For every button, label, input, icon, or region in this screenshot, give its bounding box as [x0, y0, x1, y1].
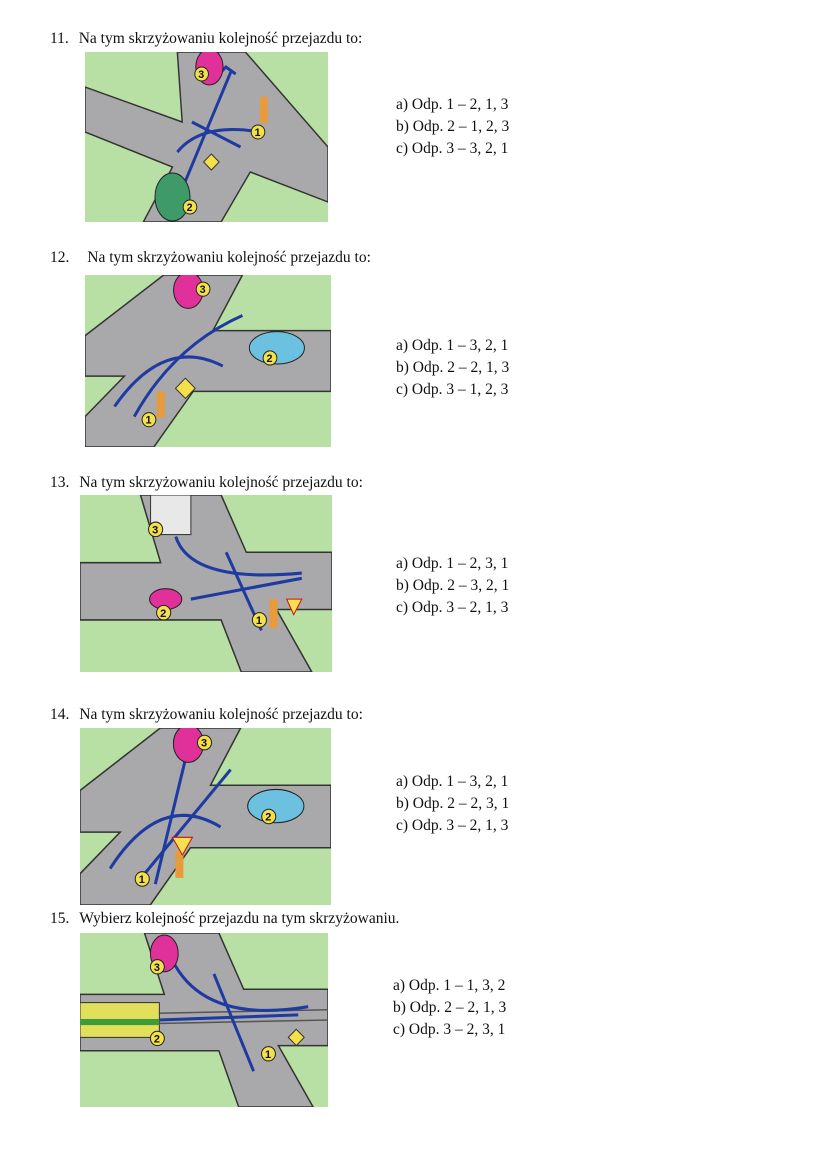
badge-3: 3 [154, 962, 160, 974]
answer-option-c[interactable]: c) Odp. 3 – 1, 2, 3 [396, 381, 509, 398]
question-15-title: 15. Wybierz kolejność przejazdu na tym s… [50, 910, 399, 928]
badge-2: 2 [267, 353, 273, 365]
answer-option-a[interactable]: a) Odp. 1 – 2, 1, 3 [396, 96, 509, 113]
answer-option-c[interactable]: c) Odp. 3 – 2, 3, 1 [393, 1021, 506, 1038]
question-number: 13. [50, 474, 70, 491]
answer-list-14: a) Odp. 1 – 3, 2, 1 b) Odp. 2 – 2, 3, 1 … [396, 771, 509, 837]
answer-option-c[interactable]: c) Odp. 3 – 2, 1, 3 [396, 599, 509, 616]
answer-option-b[interactable]: b) Odp. 2 – 2, 3, 1 [396, 795, 510, 812]
question-text: Wybierz kolejność przejazdu na tym skrzy… [79, 910, 400, 927]
answer-option-b[interactable]: b) Odp. 2 – 3, 2, 1 [396, 577, 510, 594]
answer-list-12: a) Odp. 1 – 3, 2, 1 b) Odp. 2 – 2, 1, 3 … [396, 335, 509, 401]
question-14-title: 14. Na tym skrzyżowaniu kolejność przeja… [50, 706, 363, 724]
answer-option-b[interactable]: b) Odp. 2 – 1, 2, 3 [396, 118, 510, 135]
question-text: Na tym skrzyżowaniu kolejność przejazdu … [87, 249, 371, 266]
intersection-illustration-12: 1 2 3 [85, 275, 331, 447]
badge-1: 1 [255, 127, 261, 139]
answer-option-a[interactable]: a) Odp. 1 – 3, 2, 1 [396, 773, 509, 790]
question-text: Na tym skrzyżowaniu kolejność przejazdu … [79, 706, 363, 723]
answer-option-c[interactable]: c) Odp. 3 – 2, 1, 3 [396, 817, 509, 834]
answer-option-a[interactable]: a) Odp. 1 – 3, 2, 1 [396, 337, 509, 354]
badge-1: 1 [146, 415, 152, 427]
question-number: 14. [50, 706, 70, 723]
badge-2: 2 [187, 202, 193, 214]
badge-2: 2 [265, 812, 271, 824]
intersection-illustration-15: 1 2 3 [80, 933, 328, 1107]
priority-road-sign-icon [287, 1028, 305, 1047]
answer-option-b[interactable]: b) Odp. 2 – 2, 1, 3 [396, 359, 510, 376]
question-number: 15. [50, 910, 70, 927]
badge-3: 3 [198, 69, 204, 81]
yield-sign-icon [285, 598, 303, 616]
badge-2: 2 [160, 608, 166, 620]
priority-road-sign-icon [174, 377, 196, 400]
question-11-title: 11. Na tym skrzyżowaniu kolejność przeja… [50, 30, 362, 48]
answer-option-b[interactable]: b) Odp. 2 – 2, 1, 3 [393, 999, 507, 1016]
answer-list-15: a) Odp. 1 – 1, 3, 2 b) Odp. 2 – 2, 1, 3 … [393, 975, 506, 1041]
badge-3: 3 [200, 284, 206, 296]
intersection-illustration-11: 1 2 3 [85, 52, 328, 222]
badge-3: 3 [201, 738, 207, 750]
answer-list-11: a) Odp. 1 – 2, 1, 3 b) Odp. 2 – 1, 2, 3 … [396, 94, 509, 160]
intersection-illustration-14: 1 2 3 [80, 728, 331, 905]
badge-2: 2 [154, 1033, 160, 1045]
question-text: Na tym skrzyżowaniu kolejność przejazdu … [78, 30, 363, 47]
badge-3: 3 [152, 524, 158, 536]
question-12-title: 12. Na tym skrzyżowaniu kolejność przeja… [50, 249, 371, 267]
question-number: 11. [50, 30, 69, 47]
question-text: Na tym skrzyżowaniu kolejność przejazdu … [79, 474, 363, 491]
yield-sign-icon [171, 836, 194, 857]
badge-1: 1 [139, 874, 145, 886]
answer-option-a[interactable]: a) Odp. 1 – 1, 3, 2 [393, 977, 506, 994]
answer-list-13: a) Odp. 1 – 2, 3, 1 b) Odp. 2 – 3, 2, 1 … [396, 553, 509, 619]
answer-option-c[interactable]: c) Odp. 3 – 3, 2, 1 [396, 140, 509, 157]
answer-option-a[interactable]: a) Odp. 1 – 2, 3, 1 [396, 555, 509, 572]
intersection-illustration-13: 1 2 3 [80, 495, 332, 672]
badge-1: 1 [256, 615, 262, 627]
question-13-title: 13. Na tym skrzyżowaniu kolejność przeja… [50, 474, 363, 492]
badge-1: 1 [265, 1049, 271, 1061]
priority-road-sign-icon [202, 153, 220, 171]
question-number: 12. [50, 249, 70, 266]
